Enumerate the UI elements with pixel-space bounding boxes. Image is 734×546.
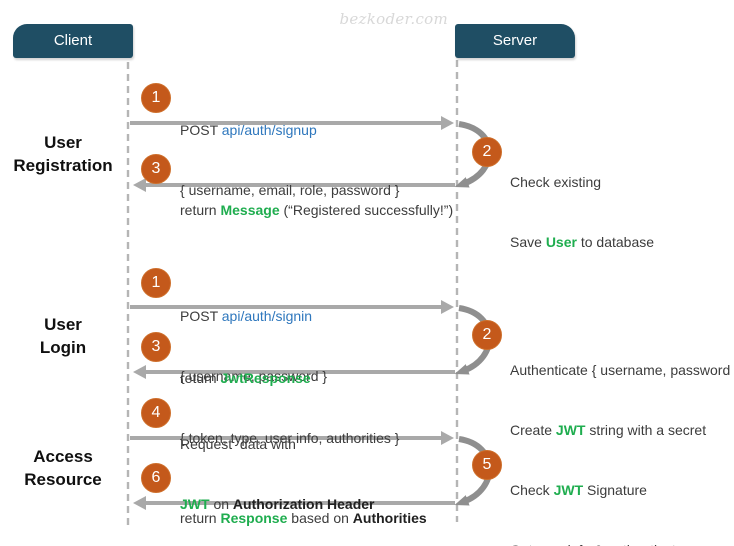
message-text: Request data with <box>180 436 296 452</box>
message-line: { username, password } <box>180 366 327 386</box>
section-label-user-registration: User Registration <box>0 131 126 177</box>
step-badge-2: 2 <box>472 320 502 350</box>
message-text: { token, type, user info, authorities } <box>180 430 400 446</box>
server-note-access: Check JWT Signature Get user info & auth… <box>510 440 717 546</box>
message-line: Request data with <box>180 434 375 454</box>
message-signup-response: return Message (“Registered successfully… <box>180 160 453 260</box>
message-line: Check existing <box>510 172 654 192</box>
message-resource-request: Request data with JWT on Authorization H… <box>180 394 375 546</box>
message-text: Authenticate { username, password } <box>510 362 734 378</box>
server-note-registration: Check existing Save User to database <box>510 132 654 292</box>
step-badge-1: 1 <box>141 268 171 298</box>
keyword-user: User <box>545 234 577 250</box>
keyword-jwt: JWT <box>553 482 584 498</box>
arrow-resource-response <box>133 496 455 510</box>
section-label-line: Access <box>33 447 93 466</box>
message-text: Check <box>510 482 554 498</box>
arrow-signup-response <box>133 178 455 192</box>
message-text: return <box>180 202 221 218</box>
message-line: return Response based on Authorities <box>180 508 427 528</box>
section-label-user-login: User Login <box>0 313 126 359</box>
message-line: POST api/auth/signup <box>180 120 399 140</box>
message-text: return <box>180 510 221 526</box>
server-note-login: Authenticate { username, password } Crea… <box>510 320 734 480</box>
step-badge-3: 3 <box>141 154 171 184</box>
section-label-line: Resource <box>24 470 102 489</box>
section-label-line: Login <box>39 338 87 357</box>
message-line: Get user info & authenticate <box>510 540 717 546</box>
keyword-jwtresponse: JwtResponse <box>220 370 311 386</box>
section-label-line: Registration <box>13 156 113 175</box>
message-line: { username, email, role, password } <box>180 180 399 200</box>
message-text: { username, password } <box>180 368 328 384</box>
keyword-jwt: JWT <box>555 422 586 438</box>
step-badge-3: 3 <box>141 332 171 362</box>
message-text: to database <box>576 234 655 250</box>
message-text: return <box>180 370 221 386</box>
arrow-signin-request <box>130 300 454 314</box>
arrow-signin-response <box>133 365 455 379</box>
endpoint-link: api/auth/signup <box>221 122 317 138</box>
actor-server: Server <box>455 24 575 58</box>
message-text: (“Registered successfully!”) <box>279 202 454 218</box>
endpoint-link: api/auth/signin <box>221 308 313 324</box>
step-badge-4: 4 <box>141 398 171 428</box>
watermark: bezkoder.com <box>339 10 448 28</box>
message-text: { username, email, role, password } <box>180 182 400 198</box>
step-badge-6: 6 <box>141 463 171 493</box>
message-text: Signature <box>583 482 647 498</box>
message-line: Save User to database <box>510 232 654 252</box>
actor-client: Client <box>13 24 133 58</box>
section-label-line: User <box>44 133 82 152</box>
message-text: POST <box>180 122 222 138</box>
message-text: on <box>209 496 233 512</box>
arrow-signup-request <box>130 116 454 130</box>
message-line: return JwtResponse <box>180 368 399 388</box>
message-text: Save <box>510 234 546 250</box>
message-line: return Message (“Registered successfully… <box>180 200 453 220</box>
step-badge-2: 2 <box>472 137 502 167</box>
emphasis-authorities: Authorities <box>352 510 427 526</box>
message-line: Check JWT Signature <box>510 480 717 500</box>
section-label-line: User <box>44 315 82 334</box>
message-line: POST api/auth/signin <box>180 306 327 326</box>
emphasis-authorization-header: Authorization Header <box>232 496 375 512</box>
message-line: JWT on Authorization Header <box>180 494 375 514</box>
message-line: Authenticate { username, password } <box>510 360 734 380</box>
message-line: { token, type, user info, authorities } <box>180 428 399 448</box>
message-text: Check existing <box>510 174 602 190</box>
step-badge-5: 5 <box>472 450 502 480</box>
message-text: based on <box>287 510 353 526</box>
keyword-message: Message <box>220 202 280 218</box>
keyword-jwt: JWT <box>180 496 210 512</box>
keyword-response: Response <box>220 510 288 526</box>
message-line: Create JWT string with a secret <box>510 420 734 440</box>
step-badge-1: 1 <box>141 83 171 113</box>
arrow-resource-request <box>130 431 454 445</box>
message-signin-request: POST api/auth/signin { username, passwor… <box>180 266 327 426</box>
message-text: Create <box>510 422 556 438</box>
message-text: string with a secret <box>585 422 707 438</box>
message-signup-request: POST api/auth/signup { username, email, … <box>180 80 399 240</box>
message-text: POST <box>180 308 222 324</box>
message-signin-response: return JwtResponse { token, type, user i… <box>180 328 399 488</box>
message-text: Get user info & authenticate <box>510 542 684 546</box>
section-label-access-resource: Access Resource <box>0 445 126 491</box>
message-resource-response: return Response based on Authorities <box>180 468 427 546</box>
